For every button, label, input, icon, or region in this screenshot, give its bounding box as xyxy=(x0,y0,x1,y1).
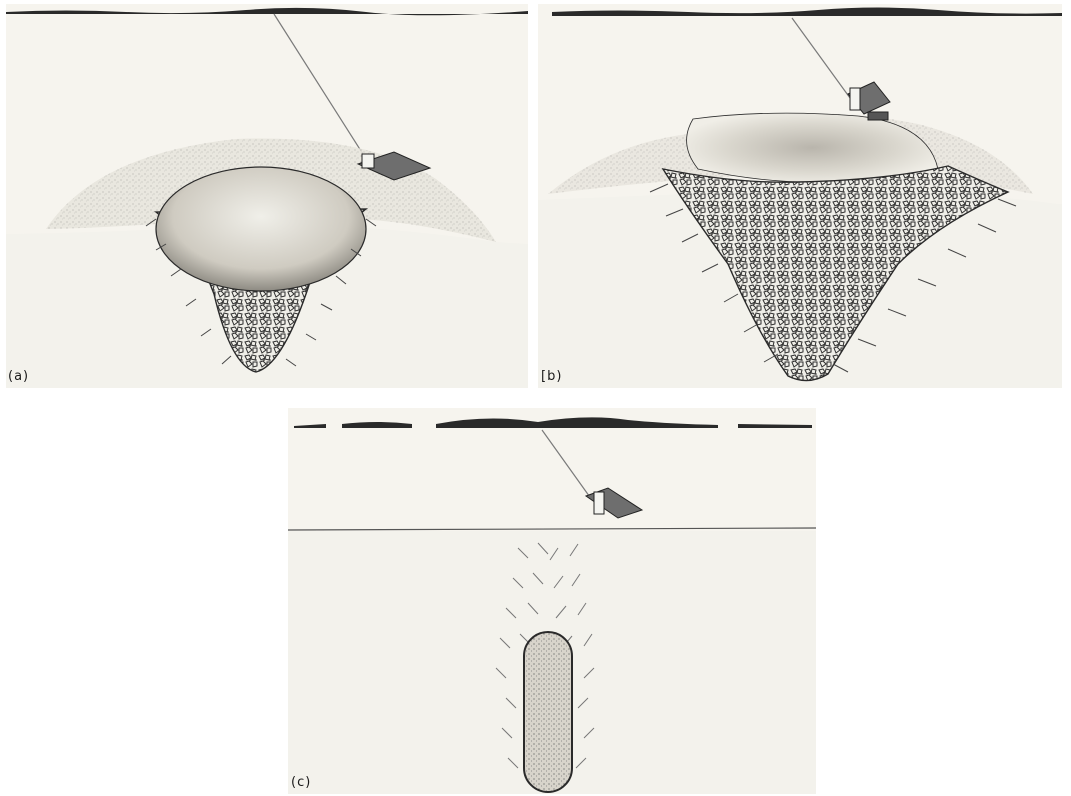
panel-c xyxy=(288,408,816,794)
panel-label-a: (a) xyxy=(8,369,29,384)
rubble-chimney xyxy=(524,632,572,792)
cavity xyxy=(156,167,366,291)
panel-b-illustration xyxy=(538,4,1062,388)
panel-b xyxy=(538,4,1062,388)
panel-a-illustration xyxy=(6,4,528,388)
panel-a xyxy=(6,4,528,388)
panel-label-c: (c) xyxy=(291,775,311,790)
panel-label-b: [b) xyxy=(541,369,562,384)
panel-c-illustration xyxy=(288,408,816,794)
